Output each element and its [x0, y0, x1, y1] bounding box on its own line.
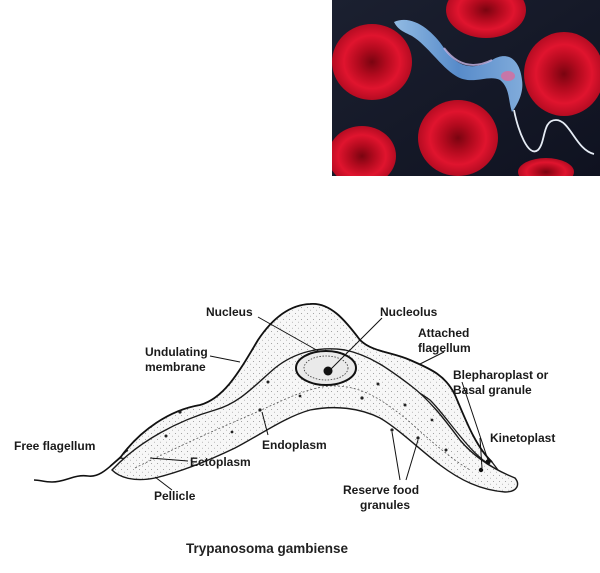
- label-reserve-food-2: granules: [360, 498, 410, 512]
- trypanosome-diagram: Nucleus Nucleolus Attached flagellum Und…: [0, 290, 600, 568]
- label-blepharoplast: Blepharoplast or: [453, 368, 549, 382]
- label-attached-flagellum: Attached: [418, 326, 469, 340]
- diagram-svg: Nucleus Nucleolus Attached flagellum Und…: [14, 303, 555, 556]
- label-reserve-food: Reserve food: [343, 483, 419, 497]
- red-blood-cell: [518, 158, 574, 176]
- label-attached-flagellum-2: flagellum: [418, 341, 471, 355]
- reserve-food-granules: [164, 380, 448, 452]
- red-blood-cell: [418, 100, 498, 176]
- red-blood-cell: [332, 126, 396, 176]
- kinetoplast: [478, 467, 484, 473]
- cell-body: [111, 348, 519, 493]
- trypanosome-parasite: [394, 19, 595, 155]
- label-basal-granule: Basal granule: [453, 383, 532, 397]
- micrograph-illustration: [332, 0, 600, 176]
- free-flagellum: [33, 457, 121, 483]
- trypanosome-micrograph: [332, 0, 600, 176]
- nucleolus: [323, 366, 333, 376]
- label-kinetoplast: Kinetoplast: [490, 431, 555, 445]
- label-endoplasm: Endoplasm: [262, 438, 327, 452]
- label-undulating-membrane: Undulating: [145, 345, 208, 359]
- diagram-caption: Trypanosoma gambiense: [186, 541, 349, 556]
- blepharoplast: [485, 459, 491, 465]
- leader-lines: [109, 316, 489, 491]
- red-blood-cell: [332, 24, 412, 100]
- red-blood-cells: [332, 0, 600, 176]
- label-nucleus: Nucleus: [206, 305, 253, 319]
- label-free-flagellum: Free flagellum: [14, 439, 95, 453]
- red-blood-cell: [524, 32, 600, 116]
- red-blood-cell: [446, 0, 526, 38]
- label-undulating-membrane-2: membrane: [145, 360, 206, 374]
- label-nucleolus: Nucleolus: [380, 305, 438, 319]
- label-ectoplasm: Ectoplasm: [190, 455, 251, 469]
- label-pellicle: Pellicle: [154, 489, 196, 503]
- attached-flagellum: [119, 303, 493, 463]
